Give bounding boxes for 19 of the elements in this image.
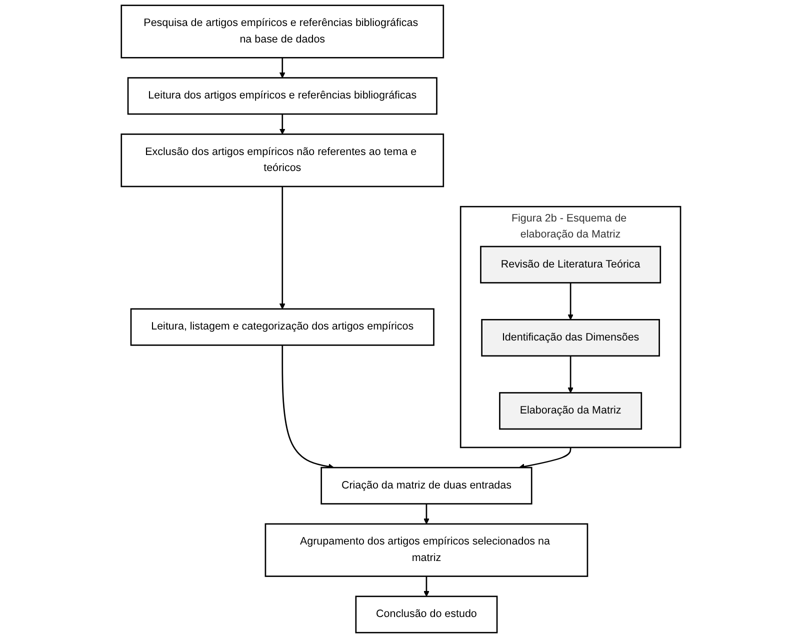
node-box: Conclusão do estudo xyxy=(354,596,498,634)
arrow xyxy=(567,282,574,320)
arrow xyxy=(278,58,285,78)
node-box: Agrupamento dos artigos empíricos selecionados na matriz xyxy=(264,523,588,577)
arrow xyxy=(518,447,571,470)
arrow xyxy=(281,345,334,470)
node-box: Pesquisa de artigos empíricos e referências bibliográficas na base de dados xyxy=(120,4,444,58)
node-box: Leitura, listagem e categorização dos artigos empíricos xyxy=(130,308,434,346)
node-box: Elaboração da Matriz xyxy=(498,392,642,430)
arrow xyxy=(423,576,429,597)
arrow xyxy=(278,186,285,310)
node-box: Revisão de Literatura Teórica xyxy=(480,246,661,284)
node-box: Criação da matriz de duas entradas xyxy=(320,466,532,504)
arrow xyxy=(278,114,285,134)
node-box: Leitura dos artigos empíricos e referências bibliográficas xyxy=(126,77,437,115)
arrow xyxy=(567,356,574,394)
node-box: Identificação das Dimensões xyxy=(480,319,660,357)
node-box: Exclusão dos artigos empíricos não referentes ao tema e teóricos xyxy=(120,134,444,188)
arrow xyxy=(423,504,429,524)
